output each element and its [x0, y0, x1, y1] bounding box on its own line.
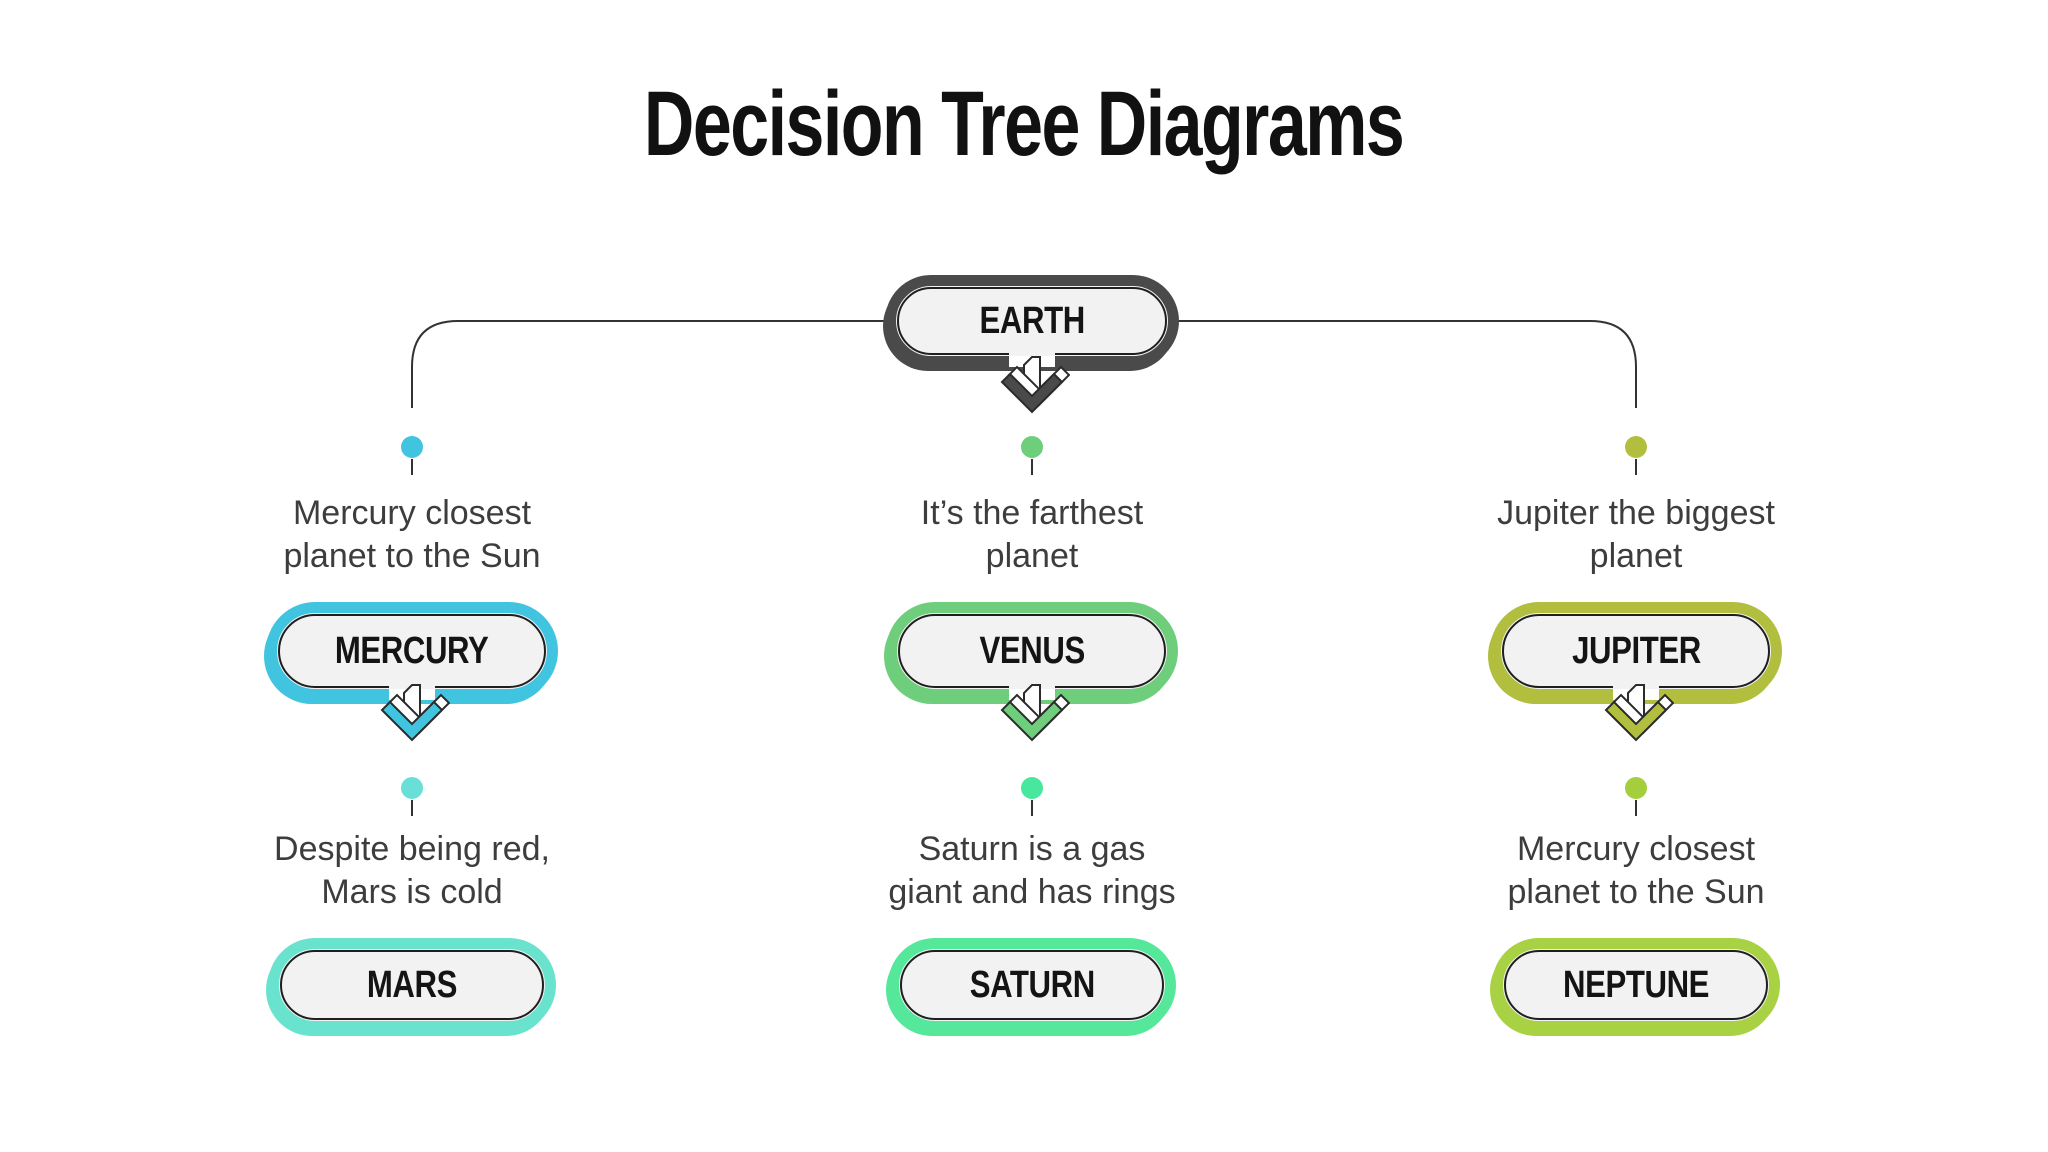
node-label-wrap: EARTH: [896, 286, 1168, 356]
leaf-dot: [1625, 777, 1647, 799]
branch-dot: [401, 436, 423, 458]
node-label: EARTH: [979, 299, 1085, 342]
branch-note-line: planet: [1589, 537, 1683, 575]
connector-stub: [1635, 800, 1637, 816]
connector-stub: [1031, 800, 1033, 816]
down-arrow-icon: [1598, 684, 1674, 748]
node-label: VENUS: [979, 629, 1085, 672]
leaf-note-line: Mercury closest: [1516, 830, 1756, 868]
connector-stub: [411, 800, 413, 816]
node-label: MARS: [366, 963, 458, 1006]
branch-note: It’s the farthest planet: [832, 492, 1232, 578]
down-arrow-icon: [374, 684, 450, 748]
connector-stub: [1635, 459, 1637, 475]
node-label-wrap: VENUS: [897, 613, 1167, 689]
node-mars[interactable]: MARS: [268, 938, 556, 1032]
branch-note-line: Jupiter the biggest: [1497, 494, 1775, 532]
node-neptune[interactable]: NEPTUNE: [1492, 938, 1780, 1032]
branch-column-right: Jupiter the biggest planet JUPITER Mercu…: [1436, 0, 1836, 1152]
node-label: NEPTUNE: [1562, 963, 1710, 1006]
node-label-wrap: NEPTUNE: [1503, 949, 1769, 1021]
connector-stub: [1031, 459, 1033, 475]
leaf-note-line: giant and has rings: [888, 873, 1176, 911]
leaf-note: Saturn is a gas giant and has rings: [832, 828, 1232, 914]
branch-note-line: Mercury closest: [292, 494, 532, 532]
node-label-wrap: SATURN: [899, 949, 1165, 1021]
branch-note: Mercury closest planet to the Sun: [212, 492, 612, 578]
connector-left: [411, 320, 890, 408]
page-title: Decision Tree Diagrams: [0, 72, 2048, 177]
branch-note-line: planet: [985, 537, 1079, 575]
node-label-wrap: MERCURY: [277, 613, 547, 689]
node-saturn[interactable]: SATURN: [888, 938, 1176, 1032]
down-arrow-icon: [994, 684, 1070, 748]
branch-column-left: Mercury closest planet to the Sun MERCUR…: [212, 0, 612, 1152]
leaf-dot: [1021, 777, 1043, 799]
node-label-wrap: MARS: [279, 949, 545, 1021]
branch-dot: [1021, 436, 1043, 458]
branch-note-line: It’s the farthest: [920, 494, 1144, 532]
branch-note: Jupiter the biggest planet: [1436, 492, 1836, 578]
down-arrow-icon: [994, 356, 1070, 420]
leaf-note-line: Saturn is a gas: [918, 830, 1146, 868]
branch-dot: [1625, 436, 1647, 458]
node-label-wrap: JUPITER: [1501, 613, 1771, 689]
leaf-note-line: planet to the Sun: [1507, 873, 1765, 911]
node-label: JUPITER: [1571, 629, 1701, 672]
page-title-text: Decision Tree Diagrams: [644, 73, 1405, 175]
node-label: MERCURY: [335, 629, 489, 672]
node-label: SATURN: [969, 963, 1095, 1006]
leaf-note-line: Despite being red,: [274, 830, 550, 868]
leaf-note-line: Mars is cold: [321, 873, 503, 911]
connector-stub: [411, 459, 413, 475]
leaf-note: Despite being red, Mars is cold: [212, 828, 612, 914]
branch-column-center: It’s the farthest planet VENUS Saturn is…: [832, 0, 1232, 1152]
leaf-note: Mercury closest planet to the Sun: [1436, 828, 1836, 914]
connector-right: [1174, 320, 1637, 408]
leaf-dot: [401, 777, 423, 799]
branch-note-line: planet to the Sun: [283, 537, 541, 575]
